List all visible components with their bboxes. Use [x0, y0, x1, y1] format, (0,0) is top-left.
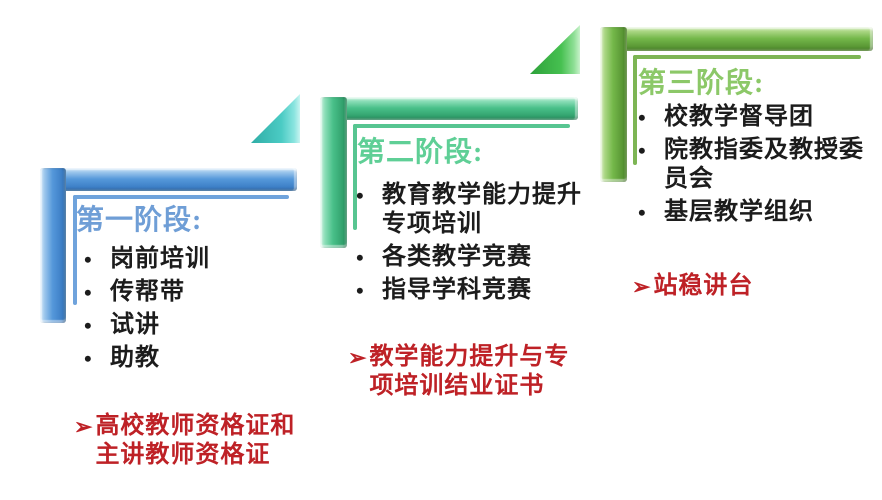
bullet-dot-icon: • [638, 105, 647, 130]
stage-3-bracket-horizontal-bar [600, 27, 873, 51]
bullet-text: 传帮带 [110, 279, 185, 305]
bullet-dot-icon: • [356, 183, 365, 208]
bullet-text: 院教指委及教授委员会 [664, 137, 864, 192]
bullet-text: 各类教学竞赛 [382, 244, 532, 270]
stage-2-bracket-vertical-bar [320, 97, 347, 248]
bullet-dot-icon: • [84, 313, 93, 338]
stage-3-bullet-list: • 校教学督导团 • 院教指委及教授委员会 • 基层教学组织 [638, 103, 864, 231]
bullet-item: • 传帮带 [84, 276, 304, 309]
stage-1-bullet-list: • 岗前培训 • 传帮带 • 试讲 • 助教 [84, 243, 304, 375]
bullet-text: 试讲 [110, 312, 160, 338]
outcome-arrow-icon: ➢ [74, 414, 94, 439]
step-triangle-icon [530, 25, 580, 74]
outcome-text: 高校教师资格证和 主讲教师资格证 [95, 412, 295, 470]
bullet-dot-icon: • [84, 247, 93, 272]
stage-3-bracket-inner-line-horizontal [633, 55, 861, 59]
bullet-item: • 岗前培训 [84, 243, 304, 276]
bullet-item: • 指导学科竞赛 [356, 276, 582, 305]
bullet-dot-icon: • [638, 200, 647, 225]
stage-2-bracket-inner-line-horizontal [353, 124, 570, 128]
stage-2-title: 第二阶段: [357, 137, 484, 168]
bullet-item: • 校教学督导团 [638, 103, 864, 132]
bullet-item: • 院教指委及教授委员会 [638, 136, 864, 194]
bullet-item: • 试讲 [84, 309, 304, 342]
bullet-text: 助教 [110, 345, 160, 371]
outcome-line: 教学能力提升与专 [369, 344, 570, 370]
stage-1-outcome: ➢ 高校教师资格证和 主讲教师资格证 [74, 412, 324, 470]
stage-3-bracket-vertical-bar [600, 27, 627, 182]
bullet-item: • 基层教学组织 [638, 198, 864, 227]
stage-2-outcome: ➢ 教学能力提升与专 项培训结业证书 [348, 343, 588, 401]
outcome-line: 高校教师资格证和 [95, 413, 296, 439]
stage-1-bracket-inner-line-horizontal [73, 195, 289, 199]
stage-2-bracket-horizontal-bar [320, 97, 578, 120]
bullet-item: • 教育教学能力提升专项培训 [356, 181, 582, 239]
outcome-text: 站稳讲台 [653, 272, 753, 301]
stage-3-bracket-inner-line-vertical [633, 55, 637, 165]
bullet-text: 校教学督导团 [664, 104, 814, 130]
bullet-text: 教育教学能力提升专项培训 [382, 182, 582, 237]
outcome-line: 主讲教师资格证 [95, 442, 271, 468]
bullet-dot-icon: • [84, 280, 93, 305]
bullet-item: • 各类教学竞赛 [356, 243, 582, 272]
bullet-text: 基层教学组织 [664, 199, 814, 225]
step-triangle-icon [251, 94, 300, 143]
bullet-dot-icon: • [84, 346, 93, 371]
bullet-dot-icon: • [356, 245, 365, 270]
stage-3-title: 第三阶段: [638, 68, 765, 99]
bullet-dot-icon: • [638, 138, 647, 163]
stage-3-outcome: ➢ 站稳讲台 [632, 272, 832, 301]
bullet-item: • 助教 [84, 342, 304, 375]
stage-1-title: 第一阶段: [76, 205, 203, 236]
stage-2-bullet-list: • 教育教学能力提升专项培训 • 各类教学竞赛 • 指导学科竞赛 [356, 181, 582, 309]
outcome-line: 项培训结业证书 [369, 373, 545, 399]
stage-1-bracket-inner-line-vertical [73, 195, 77, 305]
outcome-text: 教学能力提升与专 项培训结业证书 [369, 343, 569, 401]
stage-1-bracket-horizontal-bar [40, 168, 297, 191]
bullet-text: 指导学科竞赛 [382, 277, 532, 303]
stage-1-bracket-vertical-bar [40, 168, 66, 323]
outcome-arrow-icon: ➢ [632, 274, 652, 299]
bullet-text: 岗前培训 [110, 246, 210, 272]
stage-2-bracket-inner-line-vertical [353, 124, 357, 230]
bullet-dot-icon: • [356, 278, 365, 303]
outcome-arrow-icon: ➢ [348, 345, 368, 370]
outcome-line: 站稳讲台 [653, 273, 754, 299]
